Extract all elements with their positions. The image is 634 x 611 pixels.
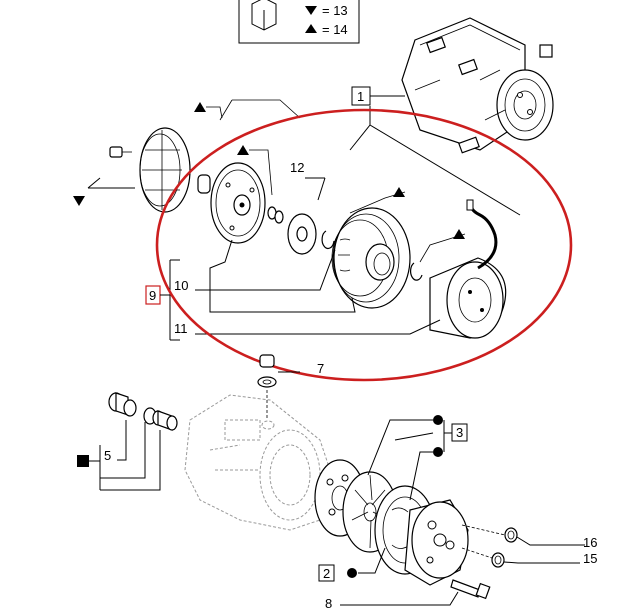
ghost-compressor <box>184 394 331 531</box>
compressor-assembly-top <box>401 17 554 154</box>
callout-3-label: 3 <box>456 425 463 440</box>
callout-9-group: 9 10 11 <box>145 239 441 341</box>
callout-3-group: 3 <box>367 415 468 501</box>
bolt-left <box>109 146 132 158</box>
plug-part-7: 7 <box>257 354 324 388</box>
legend-down-triangle-label: = 13 <box>322 3 348 18</box>
callout-8-label: 8 <box>325 596 332 611</box>
clutch-hub-disc <box>210 162 266 244</box>
bolt-part-8: 8 <box>325 579 491 611</box>
legend-up-triangle-label: = 14 <box>322 22 348 37</box>
callout-1-label: 1 <box>357 89 364 104</box>
filled-circle-icon <box>347 568 357 578</box>
callout-16-label: 16 <box>583 535 597 550</box>
field-coil-part <box>429 199 507 339</box>
callout-11-label: 11 <box>174 321 188 336</box>
up-triangle-icon <box>305 24 317 33</box>
down-triangle-icon <box>305 6 317 15</box>
callout-10-label: 10 <box>174 278 188 293</box>
up-triangle-icon <box>393 187 405 197</box>
up-triangle-icon <box>194 102 206 112</box>
down-triangle-icon <box>73 196 85 206</box>
filled-circle-icon <box>433 415 443 425</box>
callout-5-group: 5 <box>77 420 161 491</box>
callout-9-label: 9 <box>149 288 156 303</box>
o-ring-15: 15 <box>491 551 597 568</box>
rear-head-part <box>404 499 469 586</box>
legend-box: = 13 = 14 <box>238 0 360 44</box>
o-ring-16: 16 <box>504 527 597 550</box>
highlight-ellipse <box>155 108 573 382</box>
filled-circle-icon <box>433 447 443 457</box>
front-plate-part <box>87 127 211 213</box>
pulley-part <box>331 207 411 309</box>
filled-square-icon <box>77 455 89 467</box>
callout-7-label: 7 <box>317 361 324 376</box>
fitting-parts-5 <box>108 392 178 431</box>
callout-2-label: 2 <box>323 566 330 581</box>
up-triangle-icon <box>237 145 249 155</box>
callout-15-label: 15 <box>583 551 597 566</box>
callout-5-label: 5 <box>104 448 111 463</box>
shim-part-12: 12 <box>287 160 326 255</box>
callout-1: 1 <box>349 86 521 216</box>
callout-12-label: 12 <box>290 160 304 175</box>
callout-2-group: 2 <box>318 547 386 582</box>
